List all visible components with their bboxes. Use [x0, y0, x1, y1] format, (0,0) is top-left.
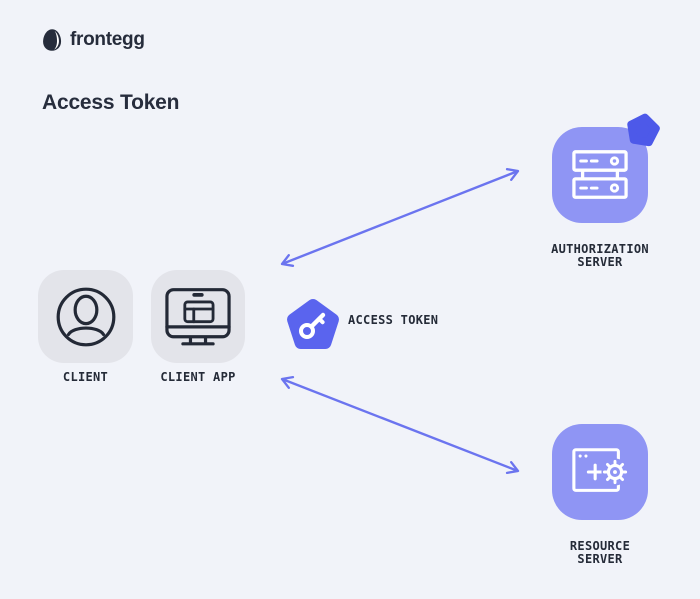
- node-label-authorization-server: AUTHORIZATION SERVER: [525, 243, 675, 269]
- frontegg-egg-icon: [40, 27, 65, 53]
- node-label-access-token: ACCESS TOKEN: [348, 313, 439, 327]
- key-icon: [299, 312, 326, 339]
- node-label-client: CLIENT: [62, 370, 109, 384]
- label-line-1: RESOURCE: [569, 539, 631, 553]
- node-access-token: [285, 296, 341, 352]
- pentagon-badge-icon: [621, 108, 664, 151]
- server-stack-icon: [569, 147, 631, 203]
- arrow-client-app-authorization-server: [280, 168, 520, 267]
- node-authorization-server: [552, 127, 648, 223]
- arrow-client-app-resource-server: [280, 375, 520, 475]
- node-client: [38, 270, 133, 363]
- node-label-client-app: CLIENT APP: [160, 370, 236, 384]
- node-resource-server: [552, 424, 648, 520]
- brand-name: frontegg: [70, 29, 145, 50]
- monitor-browser-icon: [162, 285, 234, 349]
- node-client-app: [151, 270, 245, 363]
- user-icon: [53, 284, 119, 350]
- label-line-2: SERVER: [577, 552, 623, 566]
- node-label-resource-server: RESOURCE SERVER: [525, 540, 675, 566]
- label-line-1: AUTHORIZATION: [551, 242, 649, 256]
- label-line-2: SERVER: [577, 255, 623, 269]
- window-gear-icon: [568, 442, 632, 502]
- page-title: Access Token: [42, 91, 180, 114]
- brand-logo: frontegg: [40, 27, 145, 53]
